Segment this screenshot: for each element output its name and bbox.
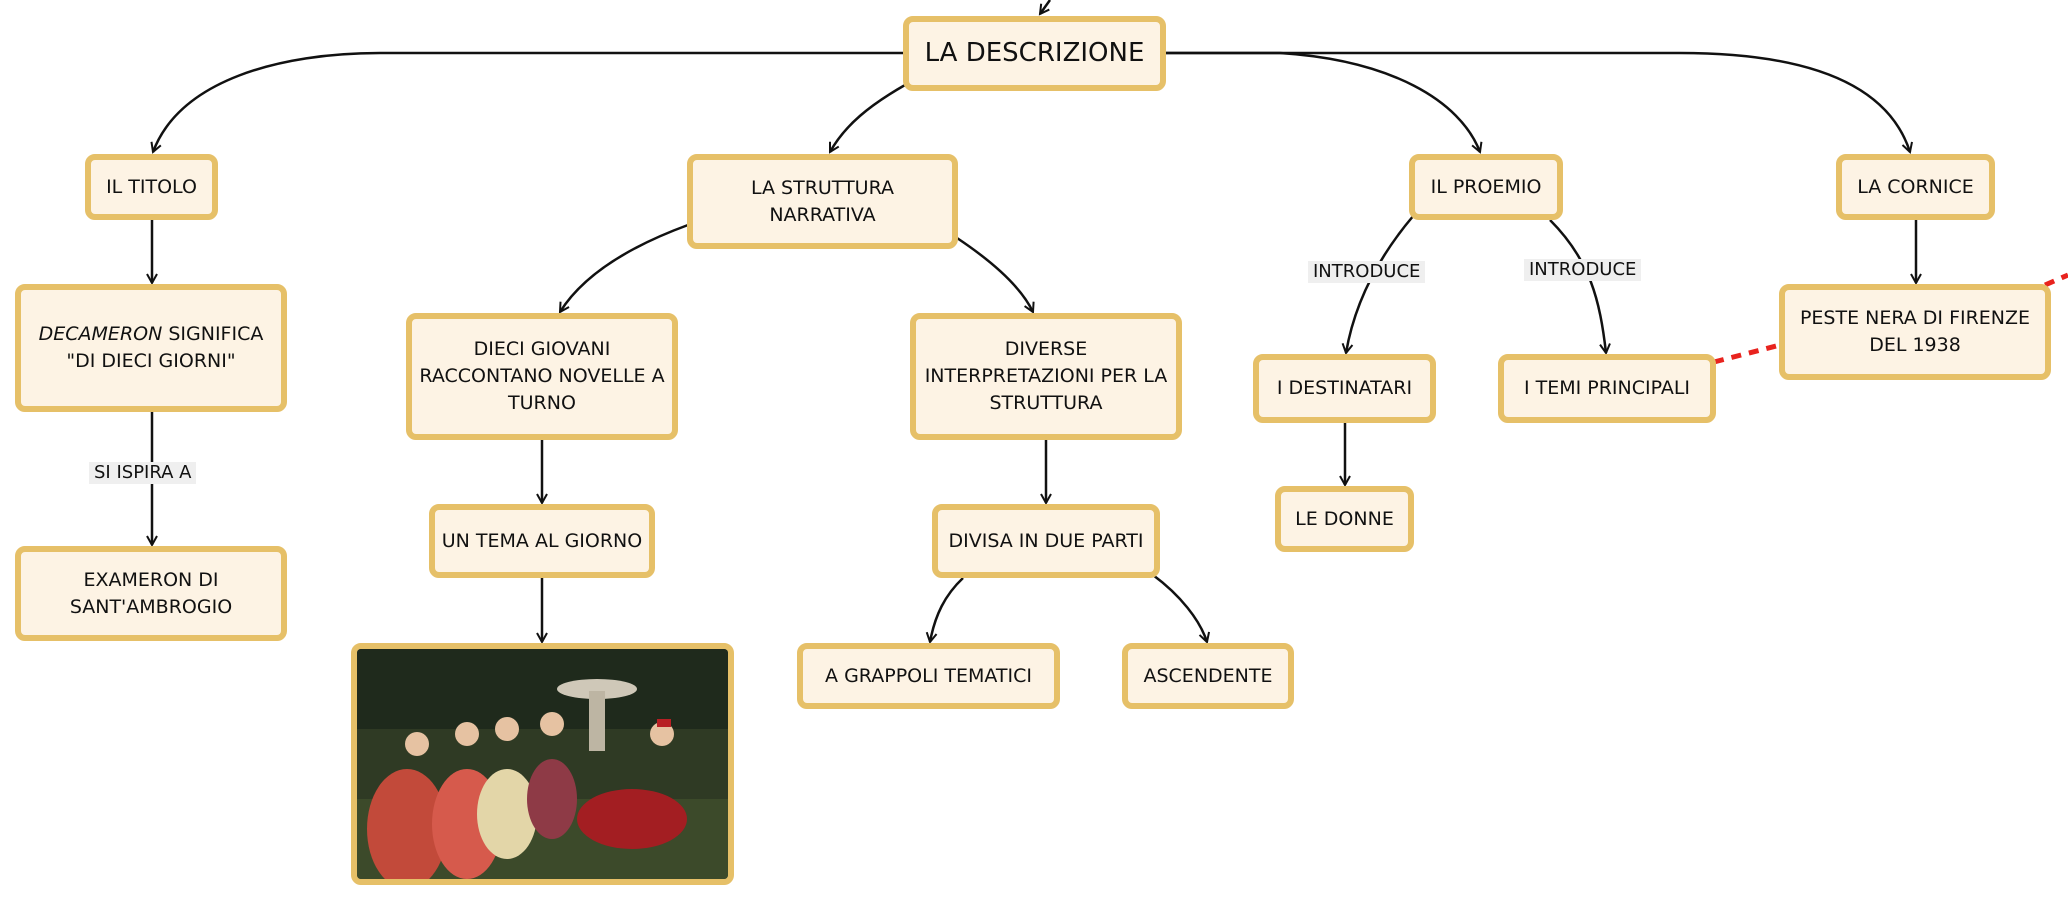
edge-divisa-grappoli (930, 577, 964, 642)
edge-divisa-ascendente (1152, 573, 1207, 642)
decameron-italic: DECAMERON (38, 323, 163, 345)
edge-label-introduce-temi: INTRODUCE (1524, 259, 1642, 281)
node-diverse-interpretazioni[interactable]: DIVERSE INTERPRETAZIONI PER LA STRUTTURA (910, 313, 1182, 440)
node-divisa-in-due-parti[interactable]: DIVISA IN DUE PARTI (932, 504, 1160, 578)
dashed-link-temi-peste (1713, 342, 1781, 365)
decameron-text: DECAMERON SIGNIFICA "DI DIECI GIORNI" (27, 321, 275, 375)
edge-label-introduce-destinatari: INTRODUCE (1308, 261, 1426, 283)
node-la-cornice[interactable]: LA CORNICE (1836, 154, 1995, 220)
edge-incoming-root (1040, 0, 1052, 14)
painting-image (357, 649, 728, 879)
decameron-rest: SIGNIFICA "DI DIECI GIORNI" (66, 323, 264, 372)
edge-root-struttura (828, 83, 906, 152)
node-i-temi-principali[interactable]: I TEMI PRINCIPALI (1498, 354, 1716, 423)
edge-label-si-ispira-a: SI ISPIRA A (89, 462, 197, 484)
edge-root-proemio (1165, 51, 1480, 152)
edge-root-titolo (153, 51, 905, 152)
edge-struttura-interpretazioni (956, 236, 1033, 312)
node-la-descrizione[interactable]: LA DESCRIZIONE (903, 16, 1166, 91)
node-le-donne[interactable]: LE DONNE (1275, 486, 1414, 552)
node-examerone[interactable]: EXAMERON DI SANT'AMBROGIO (15, 546, 287, 641)
dashed-link-peste-offscreen (2044, 272, 2068, 288)
node-il-titolo[interactable]: IL TITOLO (85, 154, 218, 220)
edge-proemio-destinatari (1346, 214, 1415, 353)
node-ascendente[interactable]: ASCENDENTE (1122, 643, 1294, 709)
node-dieci-giovani[interactable]: DIECI GIOVANI RACCONTANO NOVELLE A TURNO (406, 313, 678, 440)
node-struttura-narrativa[interactable]: LA STRUTTURA NARRATIVA (687, 154, 958, 249)
edge-proemio-temi (1549, 219, 1606, 353)
node-a-grappoli-tematici[interactable]: A GRAPPOLI TEMATICI (797, 643, 1060, 709)
node-un-tema-al-giorno[interactable]: UN TEMA AL GIORNO (429, 504, 655, 578)
edge-root-cornice (1165, 51, 1910, 152)
node-peste-nera[interactable]: PESTE NERA DI FIRENZE DEL 1938 (1779, 284, 2051, 380)
edge-struttura-dieci (560, 223, 689, 312)
node-il-proemio[interactable]: IL PROEMIO (1409, 154, 1563, 220)
node-decameron[interactable]: DECAMERON SIGNIFICA "DI DIECI GIORNI" (15, 284, 287, 412)
node-painting[interactable] (351, 643, 734, 885)
node-i-destinatari[interactable]: I DESTINATARI (1253, 354, 1436, 423)
